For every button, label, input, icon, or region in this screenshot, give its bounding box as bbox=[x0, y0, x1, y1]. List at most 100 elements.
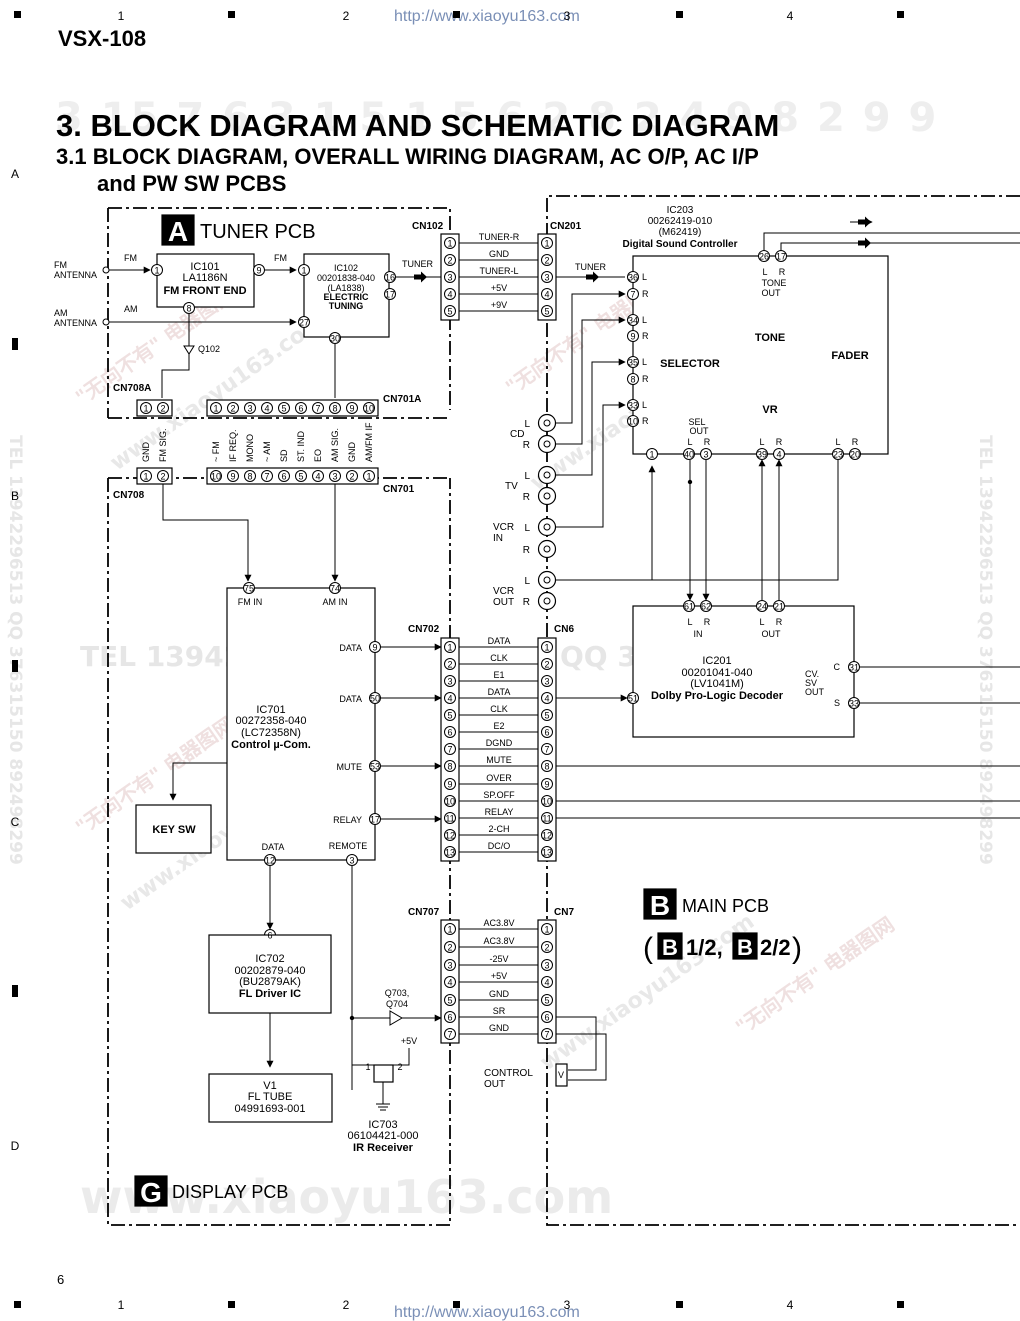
ic203-pin-7-number: 7 bbox=[630, 289, 635, 299]
cn7-pin-6 bbox=[541, 1011, 553, 1023]
ic203-selector: SELECTOR bbox=[660, 358, 720, 370]
ic703-name: IC703 bbox=[368, 1119, 397, 1131]
ic201-pin-62-number: 62 bbox=[701, 601, 711, 611]
cn701-signal-name: AM/FM IF bbox=[364, 422, 374, 462]
cn701-signal-name: ST. IND bbox=[296, 430, 306, 462]
cn702-pin-6 bbox=[444, 726, 456, 738]
ic701-pin-17-number: 17 bbox=[370, 814, 380, 824]
ic701-pin-label: DATA bbox=[339, 643, 362, 653]
cn201-pin-4 bbox=[541, 288, 553, 300]
cn702-pin-3 bbox=[444, 675, 456, 687]
cn707-harness-signal: SR bbox=[493, 1006, 506, 1016]
cn701a-connector-pin-4 bbox=[261, 402, 273, 414]
ic701-pin-9 bbox=[369, 641, 381, 653]
cn702-pin-1-number: 1 bbox=[447, 642, 452, 652]
ic203-part2: (M62419) bbox=[659, 227, 702, 238]
cn201-label: CN201 bbox=[550, 221, 582, 232]
cn701-connector-pin-6-number: 6 bbox=[281, 471, 286, 481]
cn701-connector-pin-3 bbox=[329, 470, 341, 482]
cn7-pin-3 bbox=[541, 959, 553, 971]
cn6-pin-10-number: 10 bbox=[542, 796, 552, 806]
control-out-label2: OUT bbox=[484, 1079, 505, 1090]
cn6-pin-11 bbox=[541, 812, 553, 824]
cn707-harness-signal: +5V bbox=[491, 971, 507, 981]
cn702-harness-signal: MUTE bbox=[486, 755, 512, 765]
ic201-out-l: L bbox=[759, 617, 764, 627]
cn6-pin-4-number: 4 bbox=[544, 693, 549, 703]
url-top[interactable]: http://www.xiaoyu163.com bbox=[394, 8, 580, 25]
ic701-pin-label: RELAY bbox=[333, 815, 362, 825]
corner-marker bbox=[228, 1301, 235, 1308]
ic203-bottom-lr: R bbox=[704, 437, 711, 447]
cn707-pin-1 bbox=[444, 923, 456, 935]
ic703-out-wire bbox=[351, 1064, 376, 1090]
cn701a-connector-pin-9 bbox=[346, 402, 358, 414]
vcr-out-l-wire bbox=[556, 465, 656, 581]
cn7-pin-6-number: 6 bbox=[544, 1012, 549, 1022]
tuner-signal-arrow bbox=[414, 271, 427, 283]
ic101-pin-1 bbox=[151, 264, 163, 276]
ic701-pin-label: MUTE bbox=[337, 762, 363, 772]
ic201-pin-51 bbox=[627, 692, 639, 704]
cn7-pin-7 bbox=[541, 1028, 553, 1040]
ic701-pin-9-number: 9 bbox=[372, 642, 377, 652]
cn701-connector-pin-10-number: 10 bbox=[211, 471, 221, 481]
column-marker-bottom: 1 bbox=[118, 1298, 125, 1312]
ic701-pin-50 bbox=[369, 692, 381, 704]
cn707-pin-5-number: 5 bbox=[447, 995, 452, 1005]
cn701a-connector-pin-8 bbox=[329, 402, 341, 414]
cn702-harness-signal: E2 bbox=[493, 721, 504, 731]
cn701-connector-pin-7 bbox=[261, 470, 273, 482]
ic203-bottom-lr: L bbox=[687, 437, 692, 447]
jack-cd-r-core bbox=[543, 440, 551, 448]
cd-r-wire bbox=[556, 316, 626, 445]
ic102-func: ELECTRIC bbox=[324, 292, 370, 302]
cn702-pin-11-number: 11 bbox=[445, 813, 454, 823]
cn702-pin-6-number: 6 bbox=[447, 727, 452, 737]
cn102-pin-3 bbox=[444, 271, 456, 283]
corner-marker bbox=[228, 11, 235, 18]
ic701-pin-3 bbox=[346, 854, 358, 866]
sel-out-label: SEL bbox=[688, 417, 705, 427]
jack-vcr-out-r-core bbox=[543, 597, 551, 605]
cn702-pin-10-number: 10 bbox=[445, 796, 455, 806]
ic201-part: 00201041-040 bbox=[682, 667, 753, 679]
ic102-part2: (LA1838) bbox=[327, 283, 364, 293]
ic701-pin-label: AM IN bbox=[322, 597, 347, 607]
main-tuner-arrow bbox=[586, 271, 599, 283]
main-pcb-sub-b-box bbox=[732, 932, 758, 960]
ic203-fader: FADER bbox=[831, 350, 868, 362]
ic701-pin-53-number: 53 bbox=[370, 761, 380, 771]
tuner-pcb-letter-box bbox=[161, 214, 195, 246]
ic101-block bbox=[156, 253, 255, 308]
ic203-pin-39 bbox=[756, 448, 768, 460]
cn708-connector-pin-2 bbox=[157, 470, 169, 482]
ic701-block bbox=[226, 587, 376, 861]
ic203-pin-36 bbox=[627, 271, 639, 283]
cn701-connector-pin-6 bbox=[278, 470, 290, 482]
q703-label: Q703, bbox=[385, 988, 410, 998]
cn702-harness-signal: OVER bbox=[486, 773, 512, 783]
cn708-to-ic701 bbox=[162, 484, 252, 582]
v1-name: V1 bbox=[263, 1080, 276, 1092]
url-bottom[interactable]: http://www.xiaoyu163.com bbox=[394, 1304, 580, 1321]
jack-l-label: L bbox=[524, 576, 530, 587]
ic201-pin-21 bbox=[773, 600, 785, 612]
key-sw-block bbox=[135, 804, 212, 854]
cn701a-label: CN701A bbox=[383, 394, 421, 405]
fm-antenna-label: ANTENNA bbox=[54, 270, 97, 280]
main-pcb-sub-a-text: 1/2, bbox=[686, 935, 723, 960]
cn707-label: CN707 bbox=[408, 907, 440, 918]
jack-name: IN bbox=[493, 533, 503, 544]
ic102-pin-17-number: 17 bbox=[385, 289, 395, 299]
cn7-pin-5-number: 5 bbox=[544, 995, 549, 1005]
jack-name: TV bbox=[505, 481, 518, 492]
ic203-top-l: L bbox=[762, 267, 767, 277]
cn7-label: CN7 bbox=[554, 907, 574, 918]
ic203-bottom-lr: L bbox=[759, 437, 764, 447]
ic203-pin-lr: L bbox=[642, 357, 647, 367]
corner-marker bbox=[14, 1301, 21, 1308]
ic203-pin-9-number: 9 bbox=[630, 331, 635, 341]
ic101-func: FM FRONT END bbox=[163, 285, 246, 297]
ic203-pin-20-number: 20 bbox=[850, 449, 860, 459]
